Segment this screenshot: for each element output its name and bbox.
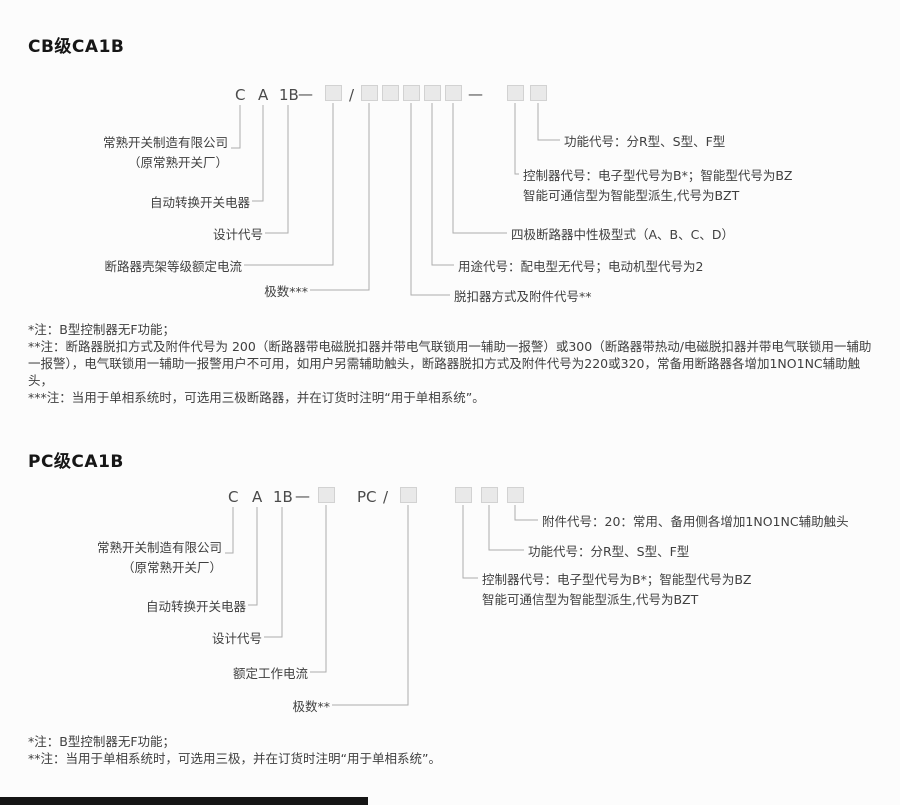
pc-label-controller-code: 控制器代号：电子型代号为B*；智能型代号为BZ 智能可通信型为智能型派生,代号为… <box>482 570 751 610</box>
pc-code-box-controller <box>455 487 472 503</box>
pc-label-manufacturer-line1: 常熟开关制造有限公司 <box>96 540 222 555</box>
pc-label-function-code: 功能代号：分R型、S型、F型 <box>528 544 690 559</box>
cb-code-dash-2: — <box>468 85 483 103</box>
cb-code-design: 1B <box>279 86 299 104</box>
connector-cb-neutral <box>452 103 507 234</box>
cb-label-neutral-type: 四极断路器中性极型式（A、B、C、D） <box>511 227 734 242</box>
pc-code-pc-mark: PC <box>357 488 377 506</box>
connector-cb-controller <box>514 103 519 175</box>
connector-cb-poles <box>310 103 370 291</box>
cb-note-2: **注：断路器脱扣方式及附件代号为 200（断路器带电磁脱扣器并带电气联锁用一辅… <box>28 339 872 388</box>
pc-code-box-rated-current <box>318 487 335 503</box>
cb-code-box-trip-accessory-1 <box>382 85 399 101</box>
pc-label-poles: 极数** <box>292 699 330 714</box>
cb-code-slash: / <box>349 86 355 104</box>
connector-cb-frame-current <box>244 103 334 266</box>
pc-code-box-accessory <box>507 487 524 503</box>
connector-cb-device-type <box>252 105 264 202</box>
cb-code-dash-1: — <box>298 85 313 103</box>
cb-label-manufacturer-line1: 常熟开关制造有限公司 <box>102 135 228 150</box>
cb-code-box-usage <box>424 85 441 101</box>
connector-cb-usage <box>431 103 454 266</box>
cb-code-box-trip-accessory-2 <box>403 85 420 101</box>
cb-code-box-neutral-type <box>445 85 462 101</box>
cb-code-letter-manufacturer: C <box>235 86 246 104</box>
cb-code-box-poles <box>361 85 378 101</box>
pc-note-1: *注：B型控制器无F功能； <box>28 734 176 749</box>
pc-code-box-function <box>481 487 498 503</box>
cb-label-frame-current: 断路器壳架等级额定电流 <box>104 259 242 274</box>
connector-pc-device-type <box>248 507 258 606</box>
cb-label-controller-line1: 控制器代号：电子型代号为B*；智能型代号为BZ <box>523 168 793 183</box>
pc-label-rated-current: 额定工作电流 <box>232 666 308 681</box>
connector-pc-poles <box>332 505 409 706</box>
pc-code-box-poles <box>400 487 417 503</box>
cb-label-function-code: 功能代号：分R型、S型、F型 <box>564 134 726 149</box>
connector-cb-trip-accessory <box>410 103 450 296</box>
pc-label-controller-line2: 智能可通信型为智能型派生,代号为BZT <box>482 592 699 607</box>
cb-note-1: *注：B型控制器无F功能； <box>28 322 176 337</box>
pc-label-design-code: 设计代号 <box>211 631 262 646</box>
pc-note-2: **注：当用于单相系统时，可选用三极，并在订货时注明“用于单相系统”。 <box>28 751 441 766</box>
pc-code-design: 1B <box>273 488 293 506</box>
connector-pc-manufacturer <box>225 507 234 554</box>
pc-label-device-type: 自动转换开关电器 <box>145 599 246 614</box>
cb-code-box-controller <box>507 85 524 101</box>
connector-pc-function <box>488 505 524 551</box>
cb-code-box-function <box>530 85 547 101</box>
cb-label-poles: 极数*** <box>264 284 308 299</box>
pc-code-letter-manufacturer: C <box>228 488 239 506</box>
pc-code-letter-device: A <box>252 488 263 506</box>
cb-code-letter-device: A <box>258 86 269 104</box>
cb-label-controller-line2: 智能可通信型为智能型派生,代号为BZT <box>523 188 740 203</box>
pc-section-title: PC级CA1B <box>28 452 124 472</box>
cb-label-manufacturer-line2: （原常熟开关厂） <box>127 155 228 170</box>
cb-label-manufacturer: 常熟开关制造有限公司 （原常熟开关厂） <box>28 133 228 173</box>
cb-label-device-type: 自动转换开关电器 <box>149 195 250 210</box>
pc-label-accessory-code: 附件代号：20：常用、备用侧各增加1NO1NC辅助触头 <box>542 514 849 529</box>
connector-pc-design-code <box>264 507 283 638</box>
connector-pc-controller <box>462 505 478 579</box>
cb-label-trip-accessory: 脱扣器方式及附件代号** <box>454 289 592 304</box>
cb-label-controller-code: 控制器代号：电子型代号为B*；智能型代号为BZ 智能可通信型为智能型派生,代号为… <box>523 166 792 206</box>
connector-cb-manufacturer <box>231 105 241 149</box>
connector-pc-rated-current <box>310 505 327 673</box>
cb-section-title: CB级CA1B <box>28 37 125 57</box>
pc-label-manufacturer: 常熟开关制造有限公司 （原常熟开关厂） <box>22 538 222 578</box>
connector-cb-design-code <box>265 105 289 234</box>
pc-label-controller-line1: 控制器代号：电子型代号为B*；智能型代号为BZ <box>482 572 752 587</box>
pc-code-dash: — <box>295 487 310 505</box>
cb-code-box-frame-current <box>325 85 342 101</box>
pc-code-slash: / <box>383 488 389 506</box>
connector-cb-function <box>537 103 560 141</box>
pc-label-manufacturer-line2: （原常熟开关厂） <box>121 560 222 575</box>
page-edge-bar <box>0 797 368 805</box>
cb-label-design-code: 设计代号 <box>212 227 263 242</box>
cb-note-3: ***注：当用于单相系统时，可选用三极断路器，并在订货时注明“用于单相系统”。 <box>28 390 485 405</box>
connector-pc-accessory <box>514 505 538 521</box>
cb-label-usage-code: 用途代号：配电型无代号；电动机型代号为2 <box>458 259 704 274</box>
